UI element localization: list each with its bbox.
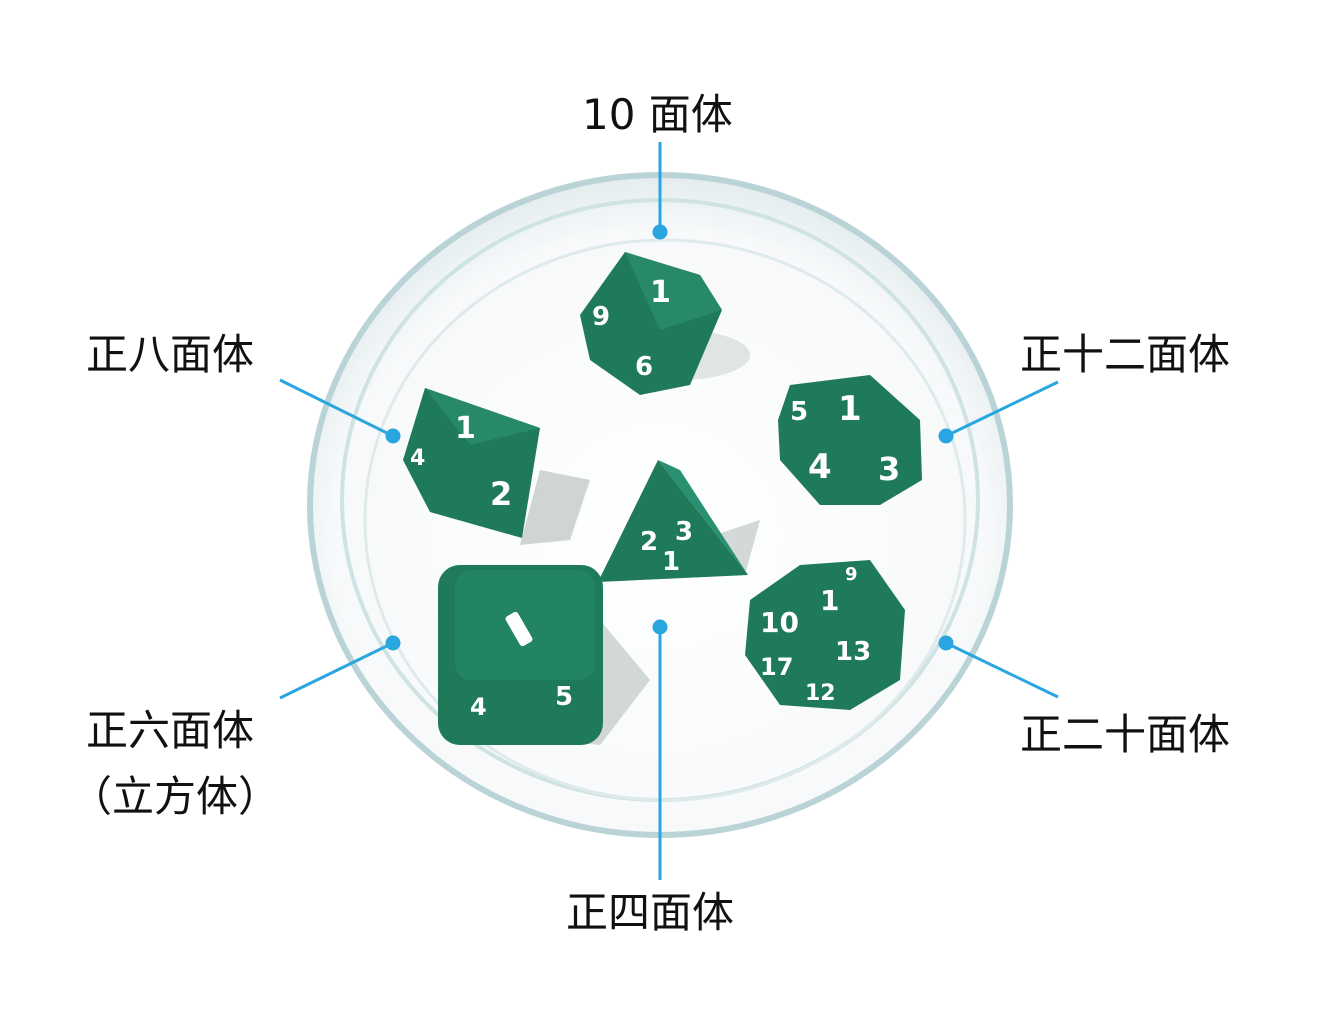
d8-die: 1 4 2: [403, 388, 590, 545]
svg-text:3: 3: [878, 450, 900, 488]
svg-text:4: 4: [470, 693, 487, 721]
svg-text:1: 1: [455, 411, 476, 446]
dot-octahedron: [385, 428, 401, 444]
dot-cube: [385, 635, 401, 651]
dot-icosahedron: [938, 635, 954, 651]
leader-dodecahedron: [945, 380, 1059, 438]
svg-text:5: 5: [555, 682, 573, 712]
d4-die: 2 3 1: [598, 460, 760, 582]
dot-tetrahedron: [652, 619, 668, 635]
label-dodecahedron: 正十二面体: [1020, 330, 1231, 379]
svg-text:2: 2: [640, 527, 658, 557]
svg-text:4: 4: [410, 446, 425, 471]
svg-text:3: 3: [675, 517, 693, 547]
d12-die: 1 5 4 3: [778, 375, 922, 505]
svg-text:1: 1: [838, 389, 862, 429]
svg-text:9: 9: [592, 302, 610, 332]
svg-text:1: 1: [650, 275, 671, 310]
label-tetrahedron: 正四面体: [566, 888, 735, 937]
svg-text:1: 1: [662, 547, 680, 577]
label-cube: 正六面体: [86, 706, 255, 755]
label-d10: 10 面体: [582, 90, 733, 139]
svg-text:1: 1: [820, 584, 839, 617]
svg-text:6: 6: [635, 352, 653, 382]
leader-octahedron: [279, 378, 394, 438]
svg-text:10: 10: [760, 606, 799, 639]
svg-text:17: 17: [760, 653, 793, 681]
label-icosahedron: 正二十面体: [1020, 710, 1231, 759]
svg-text:2: 2: [490, 475, 512, 513]
svg-text:4: 4: [808, 447, 832, 487]
dot-dodecahedron: [938, 428, 954, 444]
leader-icosahedron: [945, 641, 1059, 699]
d10-die: 1 9 6: [580, 252, 750, 395]
leader-cube: [279, 641, 394, 700]
label-cube-alt: （立方体）: [70, 772, 281, 821]
d6-die: 4 5 1: [438, 565, 650, 745]
svg-text:9: 9: [845, 564, 858, 585]
dot-d10: [652, 224, 668, 240]
d20-die: 10 1 13 17 12 9: [745, 560, 905, 710]
label-octahedron: 正八面体: [86, 330, 255, 379]
svg-text:12: 12: [805, 681, 836, 706]
svg-text:13: 13: [835, 637, 871, 667]
svg-text:5: 5: [790, 397, 808, 427]
leader-lines: [279, 142, 1059, 880]
